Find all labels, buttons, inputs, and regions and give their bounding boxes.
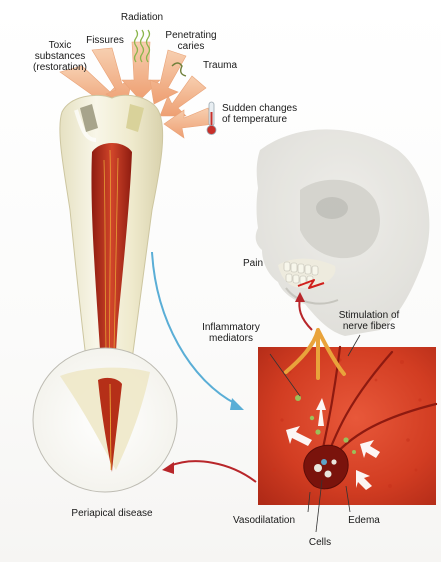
label-inflammatory-mediators: Inflammatory mediators [190,322,272,344]
label-sudden-changes: Sudden changes of temperature [222,103,312,125]
inflamed-tissue-panel [258,328,438,505]
label-stimulation-line2: nerve fibers [342,321,396,332]
label-toxic-line3: (restoration) [33,62,87,73]
label-pain: Pain [242,258,263,269]
label-stimulation-nerve-fibers: Stimulation of nerve fibers [326,310,412,332]
label-toxic-line1: Toxic [48,40,72,51]
periapical-zoom-circle [32,347,178,493]
radiation-wave-icon [133,29,151,63]
label-temperature-line1: Sudden changes [222,103,298,114]
label-inflammatory-line1: Inflammatory [202,322,260,333]
label-inflammatory-line2: mediators [209,333,253,344]
label-caries-line1: Penetrating [165,30,217,41]
label-stimulation-line1: Stimulation of [338,310,400,321]
red-arrow [169,460,257,483]
pain-zap-icon [297,279,325,289]
label-fissures: Fissures [86,35,124,46]
label-toxic-line2: substances [34,51,86,62]
label-cells: Cells [308,537,332,548]
label-trauma: Trauma [202,60,238,71]
label-vasodilatation: Vasodilatation [232,515,296,526]
label-penetrating-caries: Penetrating caries [160,30,222,52]
label-toxic-substances: Toxic substances (restoration) [28,40,92,73]
label-periapical-disease: Periapical disease [71,508,153,519]
label-temperature-line2: of temperature [222,114,288,125]
label-radiation: Radiation [120,12,164,23]
thermometer-icon [206,101,217,135]
label-edema: Edema [348,515,380,526]
face-silhouette [255,129,430,336]
label-caries-line2: caries [177,41,205,52]
caries-icon [171,62,187,77]
blue-arrow [151,251,237,405]
